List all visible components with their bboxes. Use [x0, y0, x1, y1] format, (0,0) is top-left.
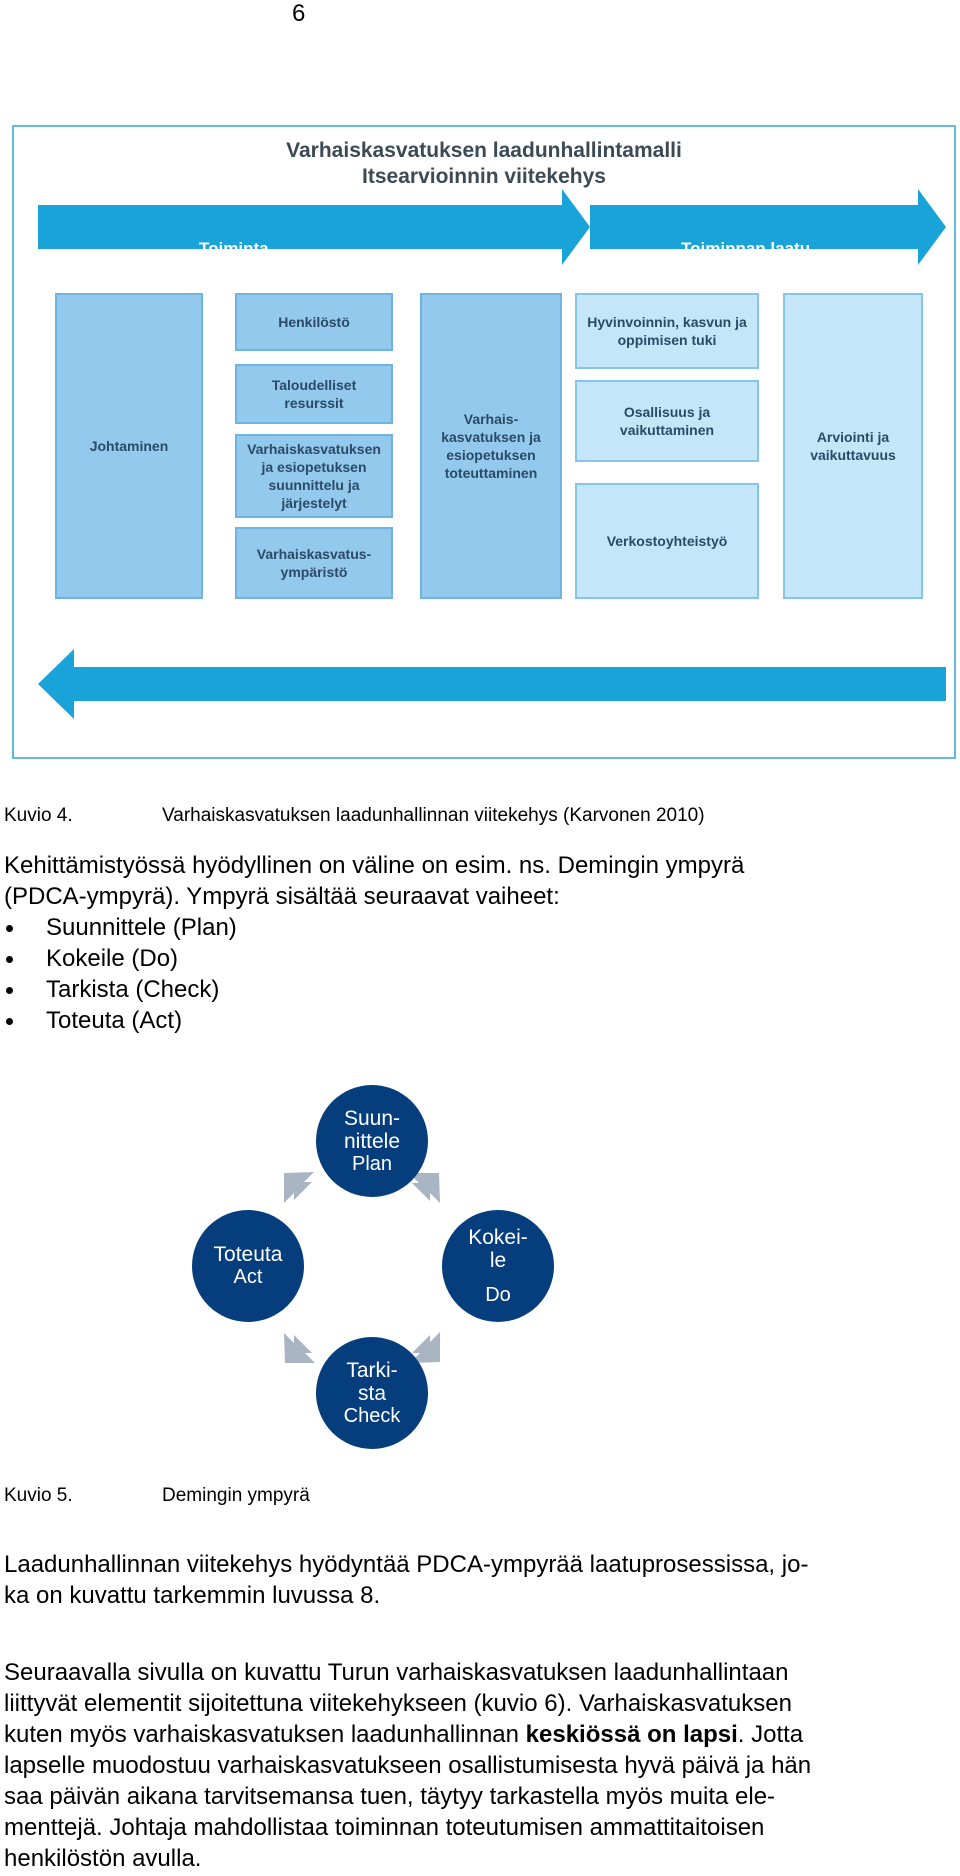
- intro-line-2: (PDCA-ympyrä). Ympyrä sisältää seuraavat…: [4, 883, 560, 910]
- figure-subtitle: Itsearvioinnin viitekehys: [362, 165, 606, 188]
- pdca-check-circle: Tarki- sta Check: [316, 1337, 428, 1449]
- box-arviointi: Arviointi ja vaikuttavuus: [783, 293, 923, 599]
- arrow-plan-to-do-icon: [409, 1173, 440, 1203]
- arrow-label-toiminta: Toiminta: [199, 239, 269, 258]
- figure-arrows: [38, 189, 946, 719]
- box-toteuttaminen: Varhais-kasvatuksen ja esiopetuksen tote…: [420, 293, 562, 599]
- list-item: Suunnittele (Plan): [0, 912, 600, 943]
- box-suunnittelu-jarjestelyt: Varhaiskasvatuksen ja esiopetuksen suunn…: [235, 434, 393, 518]
- bullet-icon: [6, 1018, 13, 1025]
- list-item-label: Toteuta (Act): [46, 1007, 183, 1034]
- list-item-label: Tarkista (Check): [46, 976, 220, 1003]
- caption-5-text: Demingin ympyrä: [162, 1485, 310, 1506]
- plan-fi-line-1: Suun-: [343, 1106, 401, 1130]
- box-osallisuus: Osallisuus ja vaikuttaminen: [575, 380, 759, 462]
- do-fi-line-1: Kokei-: [468, 1225, 528, 1249]
- bullet-icon: [6, 956, 13, 963]
- list-item-label: Kokeile (Do): [46, 945, 179, 972]
- plan-en: Plan: [351, 1152, 393, 1175]
- box-hyvinvointi: Hyvinvoinnin, kasvun ja oppimisen tuki: [575, 293, 759, 369]
- list-item: Kokeile (Do): [0, 943, 600, 974]
- paragraph-1-line-2: ka on kuvattu tarkemmin luvussa 8.: [4, 1582, 381, 1609]
- box-taloudelliset-resurssit: Taloudelliset resurssit: [235, 364, 393, 424]
- pdca-act-circle: Toteuta Act: [192, 1210, 304, 1322]
- pdca-diagram: Suun- nittele Plan Kokei- le Do Tarki- s…: [180, 1085, 580, 1455]
- paragraph-2-line-3-end: . Jotta: [737, 1721, 804, 1748]
- caption-4-label: Kuvio 4.: [4, 805, 73, 826]
- pdca-arrows: [284, 1172, 440, 1363]
- box-henkilosto: Henkilöstö: [235, 293, 393, 351]
- arrow-do-to-check-icon: [410, 1332, 440, 1363]
- intro-text: Kehittämistyössä hyödyllinen on väline o…: [4, 850, 744, 912]
- act-en: Act: [233, 1266, 263, 1288]
- bottom-feedback-arrow: [38, 649, 946, 719]
- top-arrow-right: [590, 189, 946, 265]
- list-item: Toteuta (Act): [0, 1005, 600, 1036]
- caption-4-text: Varhaiskasvatuksen laadunhallinnan viite…: [162, 805, 705, 826]
- box-verkostoyhteistyo: Verkostoyhteistyö: [575, 483, 759, 599]
- check-fi-line-2: sta: [357, 1381, 386, 1405]
- page-number: 6: [292, 0, 306, 27]
- box-johtaminen: Johtaminen: [55, 293, 203, 599]
- paragraph-2: Seuraavalla sivulla on kuvattu Turun var…: [4, 1657, 811, 1874]
- paragraph-2-line-6: menttejä. Johtaja mahdollistaa toiminnan…: [4, 1814, 765, 1841]
- paragraph-2-line-1: Seuraavalla sivulla on kuvattu Turun var…: [4, 1659, 789, 1686]
- do-fi-line-2: le: [489, 1248, 507, 1272]
- paragraph-2-line-7: henkilöstön avulla.: [4, 1845, 202, 1872]
- arrow-act-to-plan-icon: [284, 1172, 314, 1203]
- check-en: Check: [343, 1404, 401, 1427]
- list-item-label: Suunnittele (Plan): [46, 914, 237, 941]
- paragraph-2-line-5: saa päivän aikana tarvitsemansa tuen, tä…: [4, 1783, 776, 1810]
- bullet-icon: [6, 925, 13, 932]
- arrow-check-to-act-icon: [284, 1333, 315, 1363]
- do-en: Do: [485, 1283, 511, 1306]
- caption-5-label: Kuvio 5.: [4, 1485, 73, 1506]
- bullet-icon: [6, 987, 13, 994]
- paragraph-1-line-1: Laadunhallinnan viitekehys hyödyntää PDC…: [4, 1551, 809, 1578]
- check-fi-line-1: Tarki-: [346, 1358, 398, 1382]
- paragraph-2-line-3-start: kuten myös varhaiskasvatuksen laadunhall…: [4, 1721, 526, 1748]
- plan-fi-line-2: nittele: [343, 1129, 401, 1153]
- framework-figure: Varhaiskasvatuksen laadunhallintamalli I…: [12, 125, 956, 759]
- paragraph-1: Laadunhallinnan viitekehys hyödyntää PDC…: [4, 1549, 808, 1611]
- paragraph-2-line-4: lapselle muodostuu varhaiskasvatukseen o…: [4, 1752, 812, 1779]
- top-arrow-left: [38, 189, 590, 265]
- box-ymparisto: Varhaiskasvatus-ympäristö: [235, 527, 393, 599]
- act-fi: Toteuta: [213, 1243, 283, 1266]
- arrow-label-toiminnan-laatu: Toiminnan laatu: [681, 239, 811, 258]
- phase-list: Suunnittele (Plan) Kokeile (Do) Tarkista…: [0, 912, 600, 1036]
- emphasis-keskiossa-on-lapsi: keskiössä on lapsi: [525, 1721, 738, 1748]
- list-item: Tarkista (Check): [0, 974, 600, 1005]
- paragraph-2-line-3: kuten myös varhaiskasvatuksen laadunhall…: [4, 1719, 811, 1750]
- pdca-plan-circle: Suun- nittele Plan: [316, 1085, 428, 1197]
- pdca-do-circle: Kokei- le Do: [442, 1210, 554, 1322]
- figure-title: Varhaiskasvatuksen laadunhallintamalli: [286, 139, 682, 162]
- paragraph-2-line-2: liittyvät elementit sijoitettuna viiteke…: [4, 1690, 792, 1717]
- intro-line-1: Kehittämistyössä hyödyllinen on väline o…: [4, 852, 745, 879]
